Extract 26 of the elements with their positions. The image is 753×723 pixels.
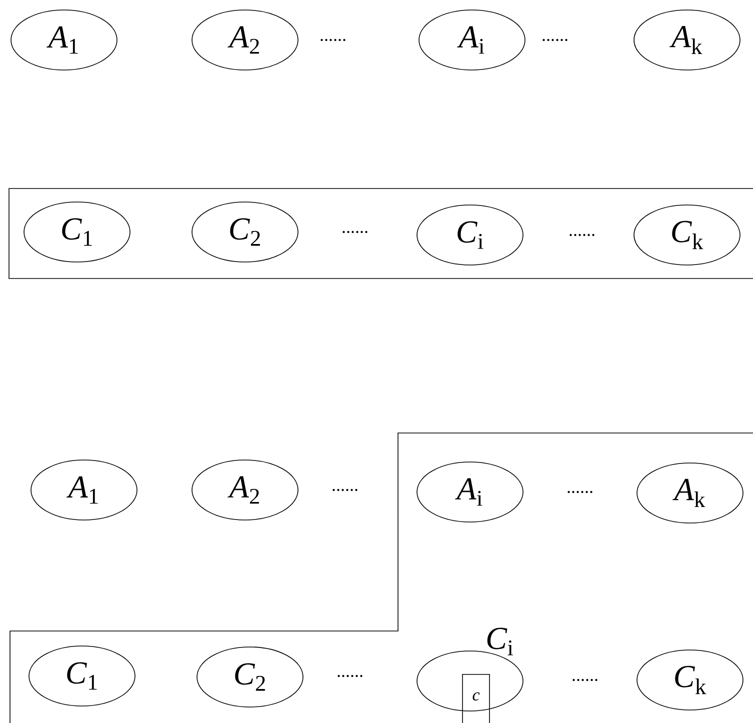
ellipse-node: A$_{i}$ — [416, 462, 524, 522]
ellipsis: ...... — [332, 488, 358, 492]
ellipsis: ...... — [342, 230, 368, 234]
ellipsis: ...... — [570, 234, 594, 236]
ellipsis: ...... — [542, 38, 568, 42]
ellipse-node: C$_{1}$ — [24, 202, 130, 262]
ellipse-node: A$_{2}$ — [192, 460, 298, 520]
ellipsis: ...... — [568, 490, 592, 494]
ellipse-node: C$_{k}$ — [636, 650, 744, 710]
ellipse-node: A$_{1}$ — [30, 460, 138, 520]
ellipsis: ...... — [338, 674, 362, 678]
ellipsis: ...... — [320, 38, 346, 42]
ellipse-node: C$_{2}$ — [196, 646, 304, 708]
ellipse-node: A$_{1}$ — [10, 10, 118, 70]
ellipse-node: C$_{k}$ — [634, 204, 740, 266]
ellipse-node: A$_{i}$ — [418, 10, 526, 70]
ellipsis: ...... — [572, 678, 598, 682]
node-caption: C$_{i}$ — [487, 628, 514, 656]
ellipse-node: A$_{k}$ — [636, 462, 744, 524]
ellipse-node: C$_{1}$ — [28, 646, 136, 706]
ellipse-node: A$_{k}$ — [634, 10, 740, 70]
group-box — [8, 188, 753, 279]
small-box: c — [462, 674, 490, 723]
ellipse-node: C$_{2}$ — [192, 202, 298, 262]
ellipse-node: A$_{2}$ — [192, 10, 298, 70]
ellipse-node: C$_{i}$ — [416, 204, 524, 266]
